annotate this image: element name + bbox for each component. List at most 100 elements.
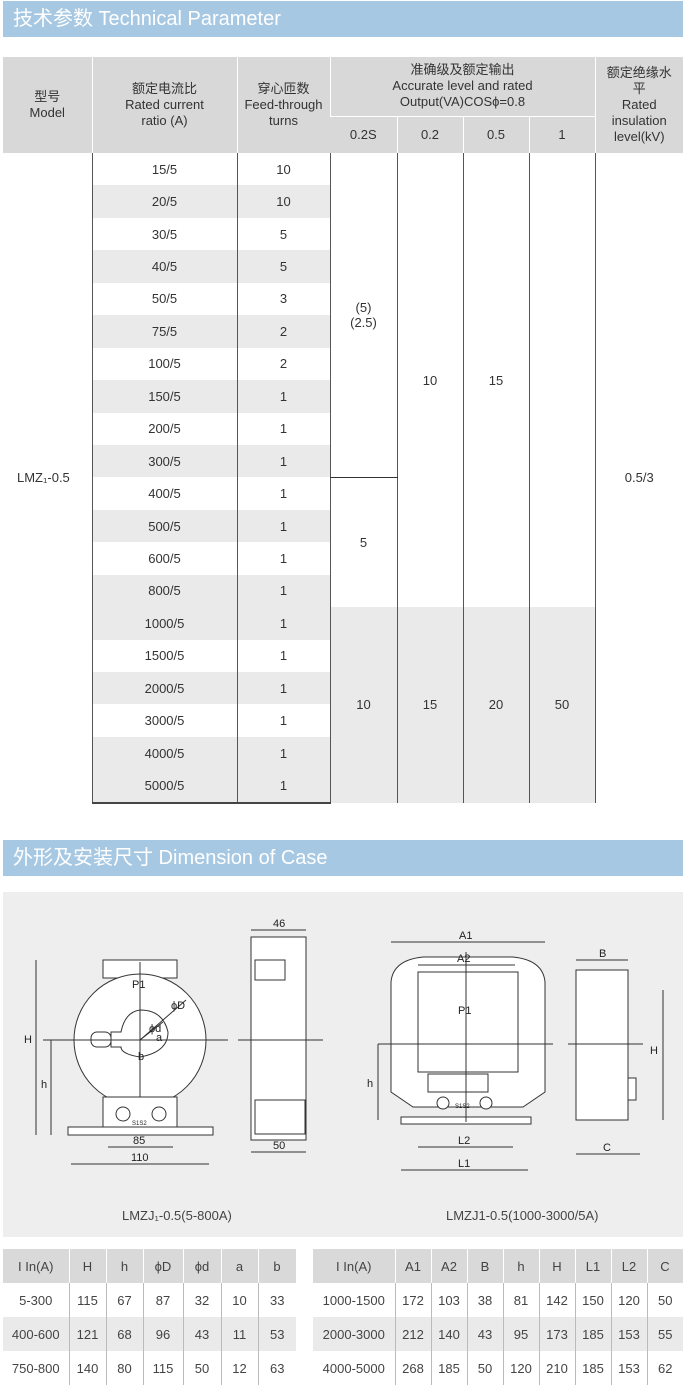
ratio-cell: 20/5 bbox=[91, 185, 237, 218]
ratio-cell: 50/5 bbox=[91, 282, 237, 316]
table-cell: 115 bbox=[143, 1351, 184, 1385]
label-L1: L1 bbox=[458, 1158, 470, 1170]
turns-cell: 5 bbox=[236, 217, 330, 251]
col-header: I In(A) bbox=[313, 1249, 396, 1283]
accuracy-0-2s-group1b: 5 bbox=[329, 477, 397, 608]
section-title: 外形及安装尺寸 Dimension of Case bbox=[13, 847, 328, 869]
dimension-drawings: P1 ϕD ϕd a b H h 85 110 46 50 S1S2 A1 A2… bbox=[24, 918, 664, 1171]
table-cell: 120 bbox=[503, 1351, 540, 1385]
side-terminal-block bbox=[254, 1099, 306, 1135]
section-banner-dimension: 外形及安装尺寸 Dimension of Case bbox=[3, 840, 683, 876]
turns-cell: 1 bbox=[236, 380, 330, 413]
model-cell: LMZ₁-0.5 bbox=[17, 470, 70, 486]
table-cell: 32 bbox=[183, 1283, 222, 1317]
accuracy-0-2-group2: 15 bbox=[396, 607, 463, 803]
turns-cell: 1 bbox=[236, 542, 330, 575]
caption-right-model: LMZJ1-0.5(1000-3000/5A) bbox=[446, 1208, 599, 1223]
turns-cell: 1 bbox=[236, 736, 330, 770]
col-header: B bbox=[467, 1249, 504, 1283]
header-class-0-2s: 0.2S bbox=[330, 115, 397, 153]
label-p1: P1 bbox=[132, 979, 145, 991]
col-header: L1 bbox=[575, 1249, 612, 1283]
insulation-cell: 0.5/3 bbox=[594, 153, 684, 803]
col-header: I In(A) bbox=[3, 1249, 70, 1283]
table-cell: 103 bbox=[431, 1283, 468, 1317]
table-cell: 210 bbox=[539, 1351, 576, 1385]
col-header: A1 bbox=[395, 1249, 432, 1283]
window-block bbox=[417, 971, 519, 1073]
ratio-cell: 600/5 bbox=[91, 542, 237, 575]
table-cell: 142 bbox=[539, 1283, 576, 1317]
table-cell: 67 bbox=[106, 1283, 144, 1317]
accuracy-0-2s-group1: (5)(2.5) bbox=[329, 153, 397, 478]
ratio-cell: 500/5 bbox=[91, 509, 237, 543]
col-header: H bbox=[69, 1249, 107, 1283]
table-cell: 10 bbox=[221, 1283, 259, 1317]
turns-cell: 2 bbox=[236, 315, 330, 348]
table-cell: 43 bbox=[183, 1317, 222, 1351]
col-header: b bbox=[258, 1249, 297, 1283]
table-cell: 50 bbox=[183, 1351, 222, 1385]
section-title: 技术参数 Technical Parameter bbox=[13, 8, 281, 30]
table-cell: 400-600 bbox=[3, 1317, 70, 1351]
label-110: 110 bbox=[131, 1152, 149, 1164]
table-cell: 63 bbox=[258, 1351, 296, 1385]
dimension-table-lmzj1: I In(A) H h ϕD ϕd a b 5-300 115 67 87 32… bbox=[3, 1249, 297, 1385]
table-cell: 4000-5000 bbox=[313, 1351, 396, 1385]
lmzj1-side-view bbox=[238, 929, 323, 1153]
table-cell: 81 bbox=[503, 1283, 540, 1317]
label-B: B bbox=[599, 948, 606, 960]
turns-cell: 2 bbox=[236, 347, 330, 381]
ratio-cell: 1500/5 bbox=[91, 639, 237, 672]
turns-cell: 5 bbox=[236, 250, 330, 283]
drawing-labels: P1 ϕD ϕd a b H h 85 110 46 50 S1S2 A1 A2… bbox=[24, 918, 658, 1170]
table-cell: 173 bbox=[539, 1317, 576, 1351]
table-cell: 750-800 bbox=[3, 1351, 70, 1385]
side-top-block bbox=[254, 959, 286, 981]
label-h: h bbox=[367, 1078, 373, 1090]
ratio-cell: 800/5 bbox=[91, 574, 237, 608]
table-cell: 11 bbox=[221, 1317, 259, 1351]
ratio-cell: 5000/5 bbox=[91, 769, 237, 804]
table-cell: 1000-1500 bbox=[313, 1283, 396, 1317]
col-header: ϕd bbox=[183, 1249, 222, 1283]
ratio-cell: 3000/5 bbox=[91, 704, 237, 737]
caption-left-model: LMZJ₁-0.5(5-800A) bbox=[122, 1208, 232, 1223]
turns-cell: 10 bbox=[236, 153, 330, 186]
dim-phid bbox=[139, 1021, 164, 1041]
turns-cell: 3 bbox=[236, 282, 330, 316]
turns-cell: 1 bbox=[236, 444, 330, 478]
table-cell: 121 bbox=[69, 1317, 107, 1351]
label-b: b bbox=[138, 1051, 144, 1063]
terminal-s1 bbox=[436, 1096, 450, 1110]
table-cell: 120 bbox=[611, 1283, 648, 1317]
label-P1: P1 bbox=[458, 1005, 471, 1017]
turns-cell: 1 bbox=[236, 477, 330, 510]
table-cell: 68 bbox=[106, 1317, 144, 1351]
col-header: h bbox=[503, 1249, 540, 1283]
table-cell: 140 bbox=[431, 1317, 468, 1351]
table-cell: 185 bbox=[575, 1317, 612, 1351]
turns-cell: 1 bbox=[236, 769, 330, 804]
terminal-s1 bbox=[115, 1106, 131, 1122]
table-cell: 140 bbox=[69, 1351, 107, 1385]
ratio-cell: 15/5 bbox=[91, 153, 237, 186]
table-cell: 153 bbox=[611, 1317, 648, 1351]
ratio-cell: 30/5 bbox=[91, 217, 237, 251]
ratio-cell: 200/5 bbox=[91, 412, 237, 445]
turns-cell: 1 bbox=[236, 607, 330, 640]
label-A1: A1 bbox=[459, 930, 472, 942]
accuracy-0-5-group1: 15 bbox=[462, 153, 529, 608]
table-cell: 115 bbox=[69, 1283, 107, 1317]
table-cell: 33 bbox=[258, 1283, 296, 1317]
table-cell: 5-300 bbox=[3, 1283, 70, 1317]
side-body bbox=[575, 969, 629, 1121]
label-H: H bbox=[24, 1034, 32, 1046]
lmzj1-front-view bbox=[35, 959, 228, 1165]
turns-cell: 1 bbox=[236, 704, 330, 737]
label-phid: ϕd bbox=[149, 1023, 161, 1035]
